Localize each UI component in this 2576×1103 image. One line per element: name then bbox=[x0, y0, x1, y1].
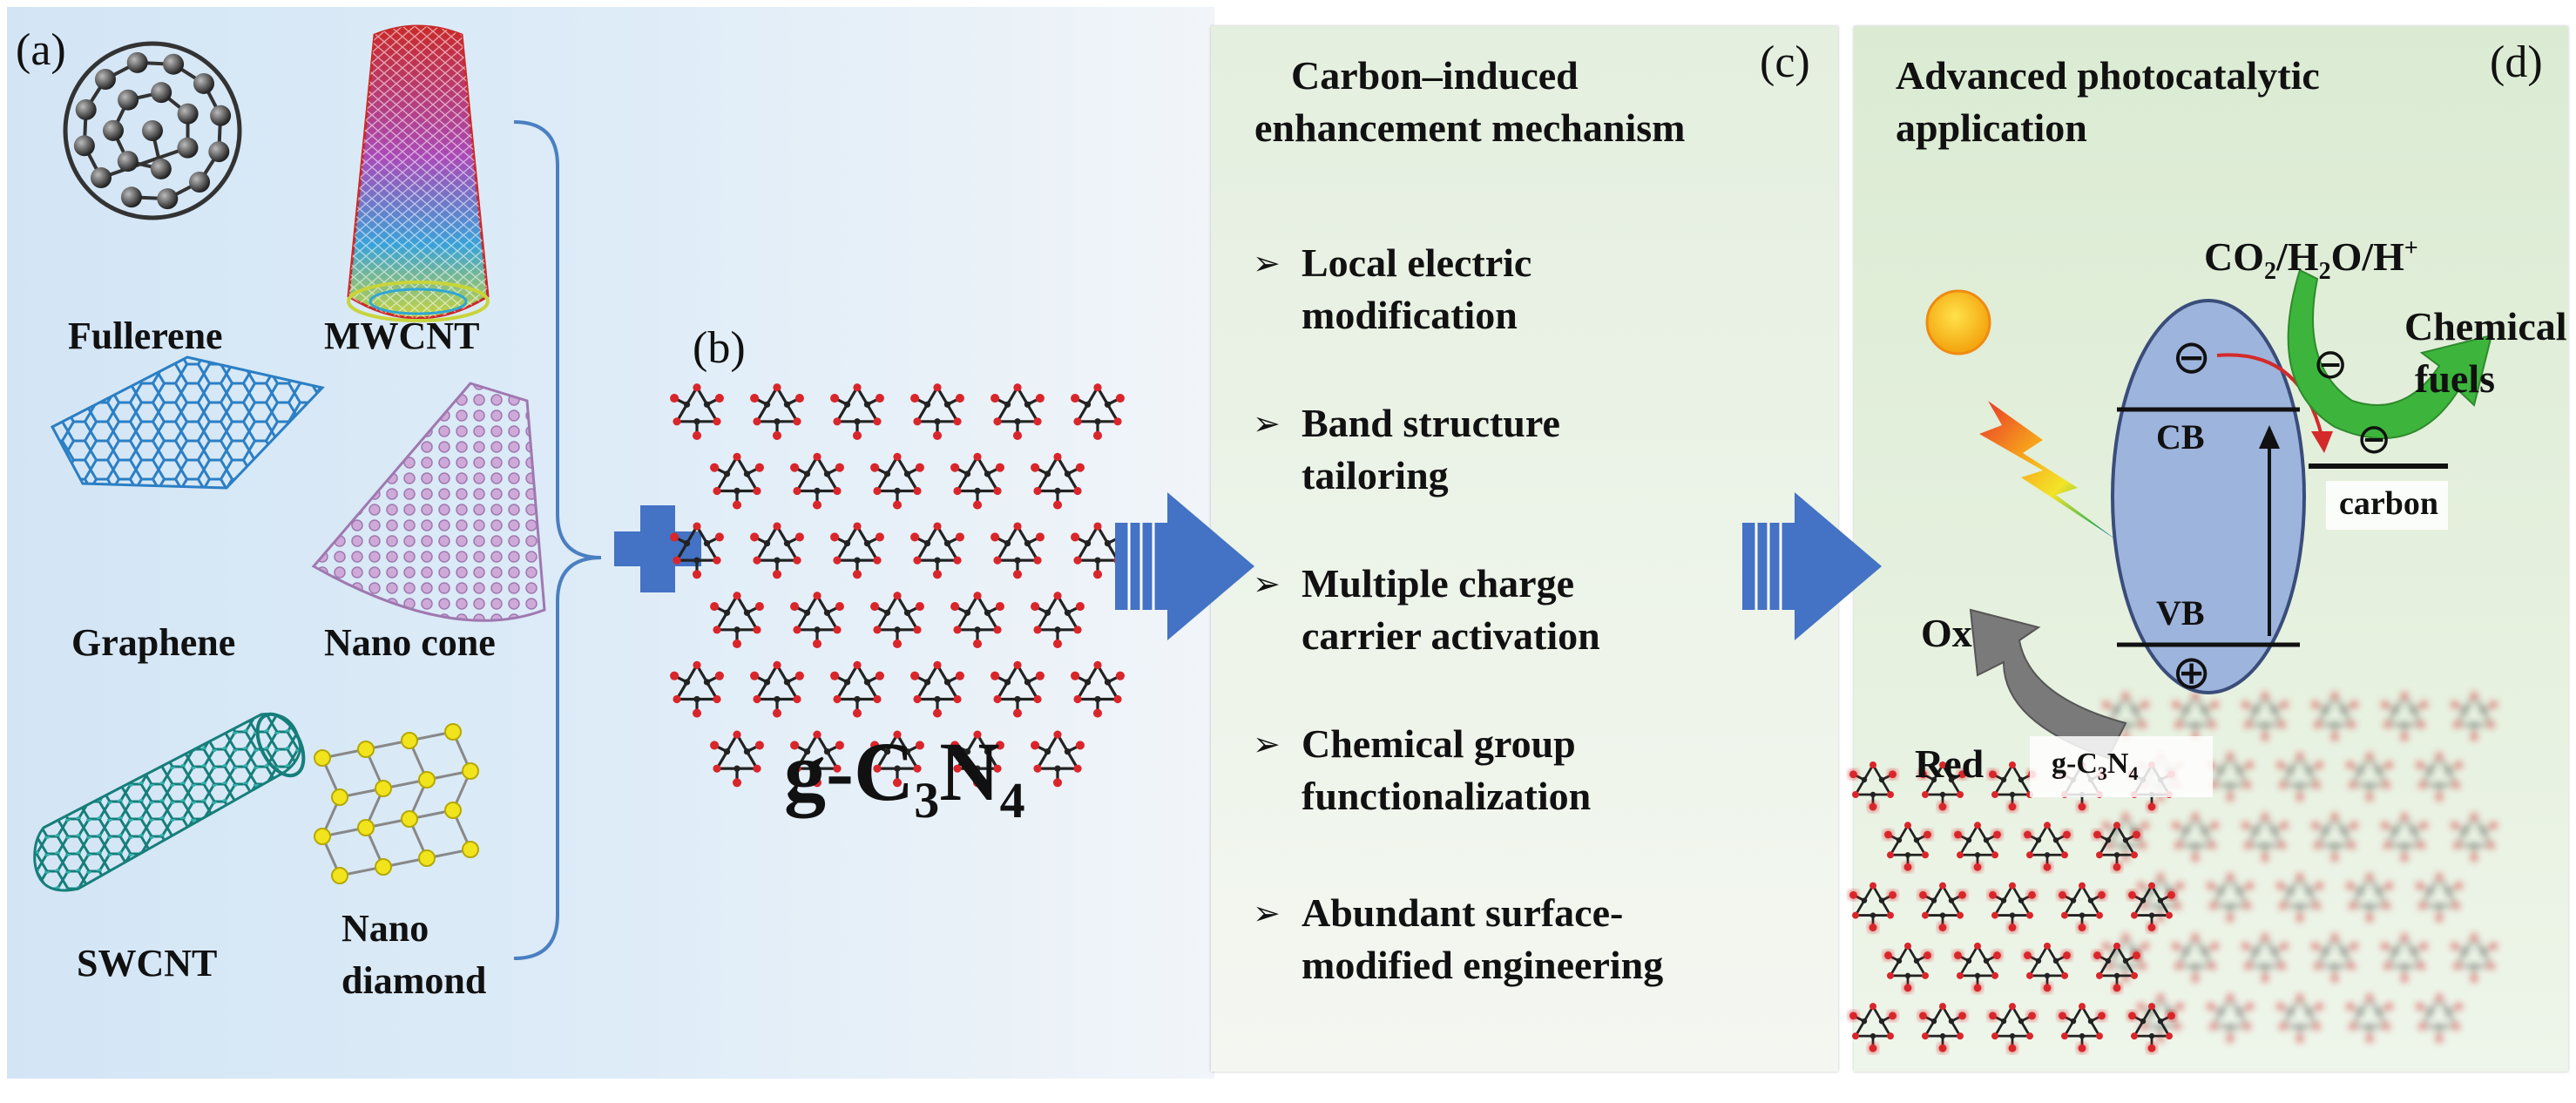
label-nano-diamond-1: Nano bbox=[341, 907, 429, 950]
bullet-arrow-icon: ➢ bbox=[1253, 725, 1281, 763]
chemical-fuels-2: fuels bbox=[2415, 356, 2495, 401]
fullerene-icon bbox=[63, 41, 242, 220]
label-g-c3n4: g-C3N4 bbox=[784, 725, 1025, 829]
carbon-label: carbon bbox=[2339, 485, 2438, 522]
label-mwcnt: MWCNT bbox=[324, 315, 480, 357]
mechanism-title-2: enhancement mechanism bbox=[1254, 105, 1686, 150]
big-arrow-icon bbox=[1115, 492, 1254, 640]
electron-icon: ⊖ bbox=[2172, 329, 2212, 384]
application-title-1: Advanced photocatalytic bbox=[1896, 53, 2320, 98]
green-reduction-arrow bbox=[2287, 268, 2493, 440]
ox-label: Ox bbox=[1921, 611, 1972, 655]
panel-label-b: (b) bbox=[693, 323, 746, 373]
grey-oxidation-arrow bbox=[1969, 608, 2127, 760]
big-arrow-icon bbox=[1742, 492, 1882, 640]
brace-icon bbox=[513, 120, 602, 960]
bullet-arrow-icon: ➢ bbox=[1253, 894, 1281, 932]
g-c3n4-lattice bbox=[670, 383, 1125, 788]
sun-icon bbox=[1925, 289, 1991, 355]
mechanism-item: ➢Abundant surface-modified engineering bbox=[1253, 887, 1663, 991]
blurred-lattice bbox=[2102, 692, 2498, 1043]
label-graphene: Graphene bbox=[71, 621, 236, 664]
bullet-arrow-icon: ➢ bbox=[1253, 404, 1281, 443]
nano-cone-icon bbox=[311, 382, 546, 622]
hole-icon: ⊕ bbox=[2172, 645, 2212, 700]
electron-icon: ⊖ bbox=[2313, 340, 2349, 389]
semiconductor-ellipse bbox=[2111, 299, 2306, 694]
chemical-fuels-1: Chemical bbox=[2404, 304, 2567, 348]
mwcnt-icon bbox=[347, 24, 490, 322]
panel-c-background bbox=[1211, 26, 1838, 1072]
swcnt-icon bbox=[33, 712, 306, 892]
label-nano-diamond-2: diamond bbox=[341, 959, 487, 1002]
label-fullerene: Fullerene bbox=[68, 315, 223, 357]
label-swcnt: SWCNT bbox=[77, 942, 218, 985]
vb-label: VB bbox=[2156, 593, 2205, 633]
reactants-label: CO2/H2O/H+ bbox=[2204, 234, 2418, 286]
bullet-arrow-icon: ➢ bbox=[1253, 565, 1281, 603]
panel-label-a: (a) bbox=[16, 25, 66, 75]
photocatalyst-lattice bbox=[1848, 761, 2177, 1054]
red-label: Red bbox=[1915, 741, 1984, 786]
graphene-icon bbox=[50, 355, 325, 490]
plus-sign-icon bbox=[614, 505, 701, 592]
gcn-small-label: g-C3N4 bbox=[2052, 748, 2139, 784]
bullet-arrow-icon: ➢ bbox=[1253, 244, 1281, 282]
electron-icon: ⊖ bbox=[2356, 415, 2392, 464]
label-nano-cone: Nano cone bbox=[324, 621, 496, 664]
application-title-2: application bbox=[1896, 105, 2087, 150]
mechanism-title-1: Carbon–induced bbox=[1291, 53, 1579, 98]
panel-label-d: (d) bbox=[2490, 37, 2543, 87]
nano-diamond-icon bbox=[314, 723, 479, 884]
lightning-icon bbox=[1979, 401, 2117, 540]
panel-label-c: (c) bbox=[1760, 37, 1810, 87]
cb-label: CB bbox=[2156, 417, 2205, 457]
